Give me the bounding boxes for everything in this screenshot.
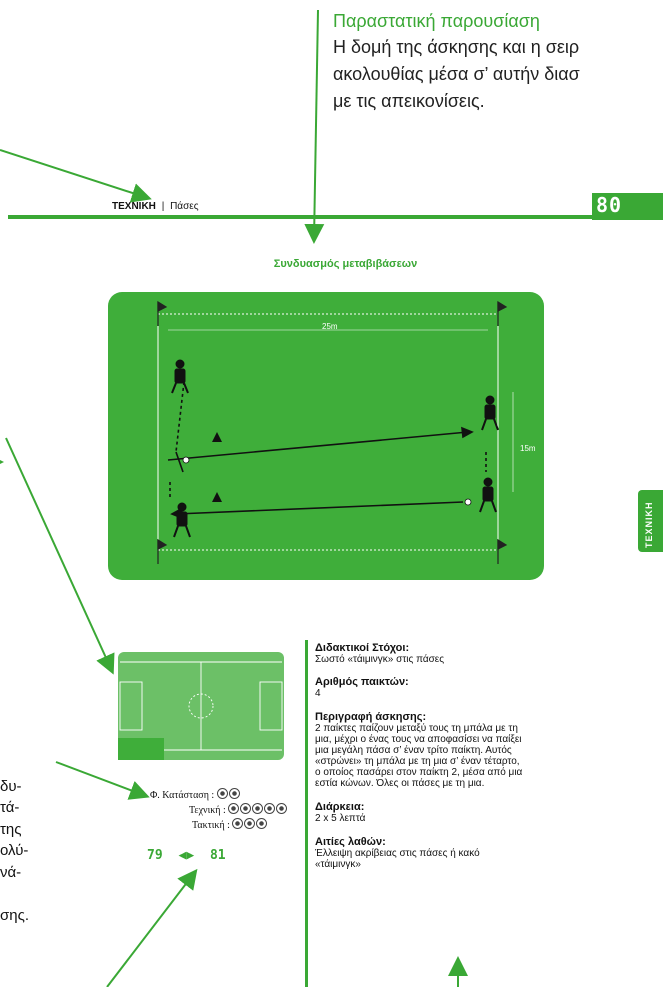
corner-flag bbox=[157, 300, 508, 564]
next-page-link[interactable]: 81 bbox=[209, 848, 226, 863]
pitch-area bbox=[108, 292, 544, 580]
duration-text: 2 x 5 λεπτά bbox=[315, 813, 366, 824]
left-fragment: νά- bbox=[0, 864, 22, 881]
callout-title: Παραστατική παρουσίαση bbox=[333, 11, 540, 31]
prev-arrow-icon[interactable]: ◀ bbox=[178, 848, 187, 863]
mini-pitch bbox=[118, 652, 284, 760]
header-separator: | bbox=[161, 201, 165, 212]
side-tab-label: ΤΕΧΝΙΚΗ bbox=[644, 501, 654, 548]
description-line: εστία κώνων. Όλες οι πάσες με τη μια. bbox=[315, 778, 485, 789]
player bbox=[171, 359, 499, 538]
rating-technique-label: Τεχνική : bbox=[189, 805, 226, 816]
page-nav: 79 ◀▶ 81 bbox=[147, 848, 226, 863]
errors-title: Αιτίες λαθών: bbox=[315, 836, 386, 848]
side-tab[interactable] bbox=[638, 490, 663, 552]
callout-line-1: Η δομή της άσκησης και η σειρ bbox=[333, 37, 580, 57]
goals-title: Διδακτικοί Στόχοι: bbox=[315, 642, 410, 654]
info-divider bbox=[305, 640, 308, 987]
errors-line: Έλλειψη ακρίβειας στις πάσες ή κακό bbox=[315, 848, 480, 859]
ball-icon bbox=[216, 788, 241, 801]
left-fragment: ολύ- bbox=[0, 842, 29, 859]
rating-physical: Φ. Κατάσταση : bbox=[150, 788, 241, 801]
goals-text: Σωστό «τάιμινγκ» στις πάσες bbox=[315, 654, 445, 665]
height-label: 15m bbox=[520, 444, 536, 453]
ball-icon bbox=[228, 803, 288, 816]
exercise-title: Συνδυασμός μεταβιβάσεων bbox=[273, 258, 418, 270]
players-title: Αριθμός παικτών: bbox=[315, 676, 409, 688]
rating-tactic-label: Τακτική : bbox=[192, 820, 230, 831]
description-line: μια, μέχρι ο ένας τους να αποφασίσει να … bbox=[315, 734, 522, 745]
rating-tactic: Τακτική : bbox=[192, 818, 268, 831]
description-line: ο οποίος πασάρει στον παίκτη 2, μέσα από… bbox=[315, 767, 523, 778]
width-label: 25m bbox=[322, 322, 338, 331]
left-fragment: δυ- bbox=[0, 778, 22, 795]
header-rule bbox=[8, 215, 608, 219]
callout-line-3: με τις απεικονίσεις. bbox=[333, 91, 485, 111]
next-arrow-icon[interactable]: ▶ bbox=[186, 848, 195, 863]
rating-physical-label: Φ. Κατάσταση : bbox=[150, 790, 215, 801]
header-section: ΤΕΧΝΙΚΗ bbox=[112, 201, 156, 212]
players-text: 4 bbox=[315, 688, 321, 699]
errors-line: «τάιμινγκ» bbox=[315, 859, 361, 870]
page-number-box bbox=[592, 193, 663, 220]
exercise-diagram bbox=[108, 292, 544, 580]
header-subsection: Πάσες bbox=[170, 201, 199, 212]
left-fragment: της bbox=[0, 821, 22, 838]
cone bbox=[212, 432, 222, 502]
description-title: Περιγραφή άσκησης: bbox=[315, 711, 427, 723]
description-line: «στρώνει» τη μπάλα με τη μια σ’ έναν τέτ… bbox=[315, 756, 520, 767]
header-label: ΤΕΧΝΙΚΗ | Πάσες bbox=[112, 201, 199, 212]
description-line: μια μεγάλη πάσα σ’ έναν τρίτο παίκτη. Αυ… bbox=[315, 745, 512, 756]
callout-line-2: ακολουθίας μέσα σ’ αυτήν διασ bbox=[333, 64, 580, 84]
left-fragment: τά- bbox=[0, 799, 20, 816]
page-number: 80 bbox=[596, 193, 623, 217]
field-boundary bbox=[157, 313, 499, 551]
info-column: Διδακτικοί Στόχοι: Σωστό «τάιμινγκ» στις… bbox=[315, 642, 625, 870]
ball-icon bbox=[232, 818, 268, 831]
duration-title: Διάρκεια: bbox=[315, 801, 365, 813]
ball bbox=[182, 456, 472, 506]
rating-technique: Τεχνική : bbox=[189, 803, 288, 816]
prev-page-link[interactable]: 79 bbox=[147, 848, 163, 863]
left-fragment: σης. bbox=[0, 907, 29, 924]
description-line: 2 παίκτες παίζουν μεταξύ τους τη μπάλα μ… bbox=[315, 723, 518, 734]
